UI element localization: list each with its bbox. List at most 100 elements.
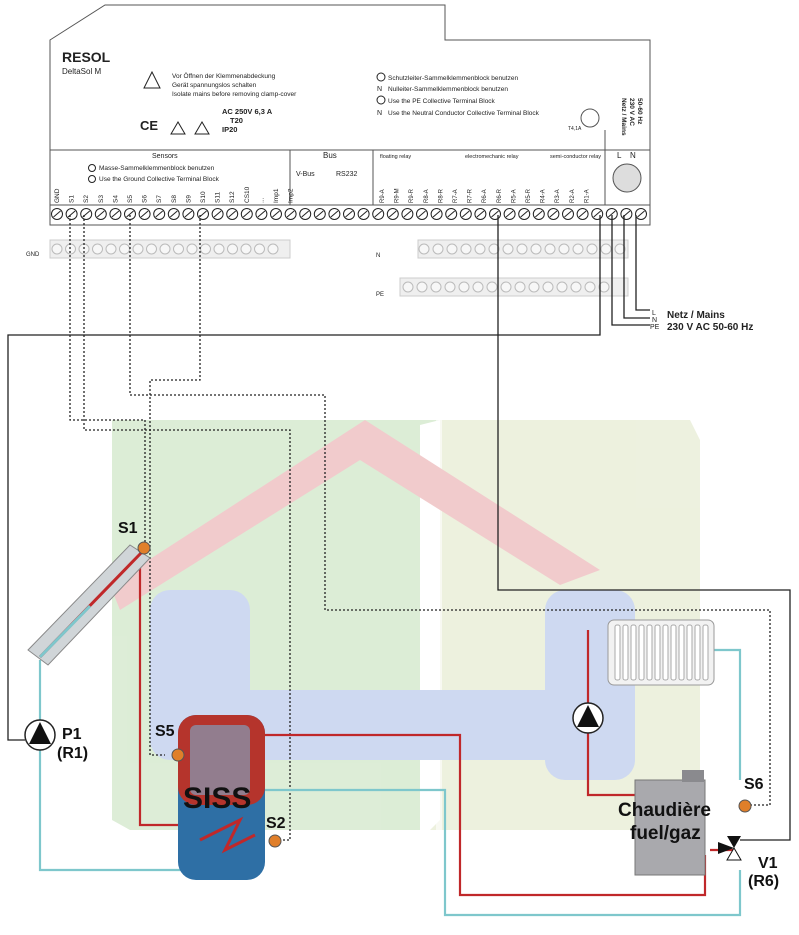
rating-label: AC 250V 6,3 A — [222, 107, 273, 116]
n-screw — [418, 243, 430, 255]
sensor-s2-dot — [268, 834, 282, 848]
relay-terminal-label: R7-R — [468, 188, 474, 203]
pe-screw — [486, 281, 498, 293]
terminal-screw-slot — [403, 210, 412, 218]
sensor-terminal-label: S12 — [229, 191, 236, 203]
terminal-screw-slot — [272, 210, 280, 218]
pe-screw — [542, 281, 554, 293]
s2-label: S2 — [266, 815, 286, 832]
terminal-screw-slot — [242, 210, 251, 218]
radiator-fin — [614, 624, 621, 681]
n-screw — [614, 243, 626, 255]
n-screw — [474, 243, 486, 255]
ip-label: IP20 — [222, 125, 237, 134]
relay-terminal-label: R8-A — [424, 189, 430, 203]
terminal-screw-slot — [505, 210, 514, 218]
relay-terminal-label: R2-A — [570, 189, 576, 203]
gnd-screw — [186, 243, 198, 255]
p1-relay-label: (R1) — [57, 745, 89, 762]
mains-l: L — [652, 310, 656, 317]
gnd-screw — [119, 243, 130, 255]
terminal-screw-slot — [228, 210, 237, 218]
n-screw — [460, 243, 472, 255]
terminal-screw-slot — [607, 210, 616, 218]
controller-mains-spec-2: 50-60 Hz — [636, 98, 643, 125]
terminal-screw-slot — [461, 210, 470, 218]
p1-label: P1 — [62, 726, 82, 743]
n-screw — [432, 243, 444, 255]
gnd-screw — [51, 243, 63, 255]
terminal-screw-slot — [67, 210, 76, 218]
ce-mark: CE — [140, 118, 158, 133]
rs232-label: RS232 — [336, 171, 358, 178]
sensor-terminal-label: Imp1 — [273, 188, 280, 203]
radiator-fin — [646, 624, 653, 681]
s6-label: S6 — [744, 776, 764, 793]
pe-screw — [472, 281, 484, 293]
terminal-screw-slot — [447, 210, 456, 218]
sensor-terminal-label: ... — [258, 197, 265, 203]
terminal-screw-slot — [418, 210, 426, 218]
s5-label: S5 — [155, 723, 175, 740]
gnd-screw — [159, 243, 171, 255]
relay-terminal-label: R9-A — [380, 189, 386, 203]
n-block-label: N — [376, 253, 380, 259]
relay-terminal-label: R5-R — [526, 188, 532, 203]
terminal-screw-slot — [315, 210, 324, 218]
radiator-fin — [678, 624, 685, 681]
terminal-screw-slot — [374, 210, 383, 218]
electromechanic-relay-label: electromechanic relay — [465, 154, 519, 160]
boiler-label-1: Chaudière — [618, 800, 711, 821]
terminal-screw-slot — [432, 210, 441, 218]
n-screw — [516, 243, 528, 255]
relay-terminal-label: R3-A — [555, 189, 561, 203]
warning-de-1: Vor Öffnen der Klemmenabdeckung — [172, 72, 276, 80]
terminal-screw-slot — [169, 210, 178, 218]
earth-warning-icon — [170, 121, 186, 135]
pe-symbol-icon-2 — [376, 95, 386, 105]
pe-screw — [584, 281, 596, 293]
storage-tank — [178, 715, 265, 880]
mains-pe: PE — [650, 324, 660, 331]
pe-en-label: Use the PE Collective Terminal Block — [388, 98, 496, 105]
sensor-terminal-label: S4 — [112, 195, 119, 203]
relay-terminal-label: R1-A — [584, 189, 590, 203]
terminal-l-header: L — [617, 151, 622, 160]
gnd-screw — [92, 243, 103, 255]
gnd-screw — [146, 243, 157, 255]
mains-spec: 230 V AC 50-60 Hz — [667, 322, 753, 333]
radiator-fin — [622, 624, 629, 681]
sensor-s6-dot — [738, 799, 752, 813]
terminal-screw-slot — [213, 210, 222, 218]
sensor-terminal-label: S2 — [83, 195, 90, 203]
boiler-label-2: fuel/gaz — [630, 823, 701, 844]
terminal-screw-slot — [593, 210, 602, 218]
vbus-label: V-Bus — [296, 171, 315, 178]
sensor-terminal-label: S8 — [171, 195, 178, 203]
terminal-screw-slot — [491, 210, 499, 218]
sensor-terminal-label: S9 — [185, 195, 192, 203]
sensor-terminal-label: S6 — [142, 195, 149, 203]
n-symbol: N — [377, 86, 382, 93]
terminal-screw-slot — [359, 210, 368, 218]
terminal-screw-slot — [564, 210, 572, 218]
pe-screw — [570, 281, 582, 293]
gnd-screw — [132, 243, 144, 255]
terminal-screw-row — [51, 208, 647, 293]
terminal-screw-slot — [637, 210, 645, 218]
terminal-screw-slot — [96, 210, 105, 218]
n-screw — [558, 243, 570, 255]
sensors-header: Sensors — [152, 153, 178, 160]
warning-de-2: Gerät spannungslos schalten — [172, 82, 257, 89]
n-screw — [446, 243, 458, 255]
relay-terminal-label: R4-A — [541, 189, 547, 203]
boiler — [634, 770, 706, 876]
radiator-fin — [638, 624, 645, 681]
terminal-screw-slot — [578, 210, 587, 218]
terminal-screw-slot — [534, 210, 543, 218]
n-en-label: Use the Neutral Conductor Collective Ter… — [388, 110, 540, 117]
pe-screw — [528, 281, 540, 293]
gnd-screw — [213, 243, 225, 255]
